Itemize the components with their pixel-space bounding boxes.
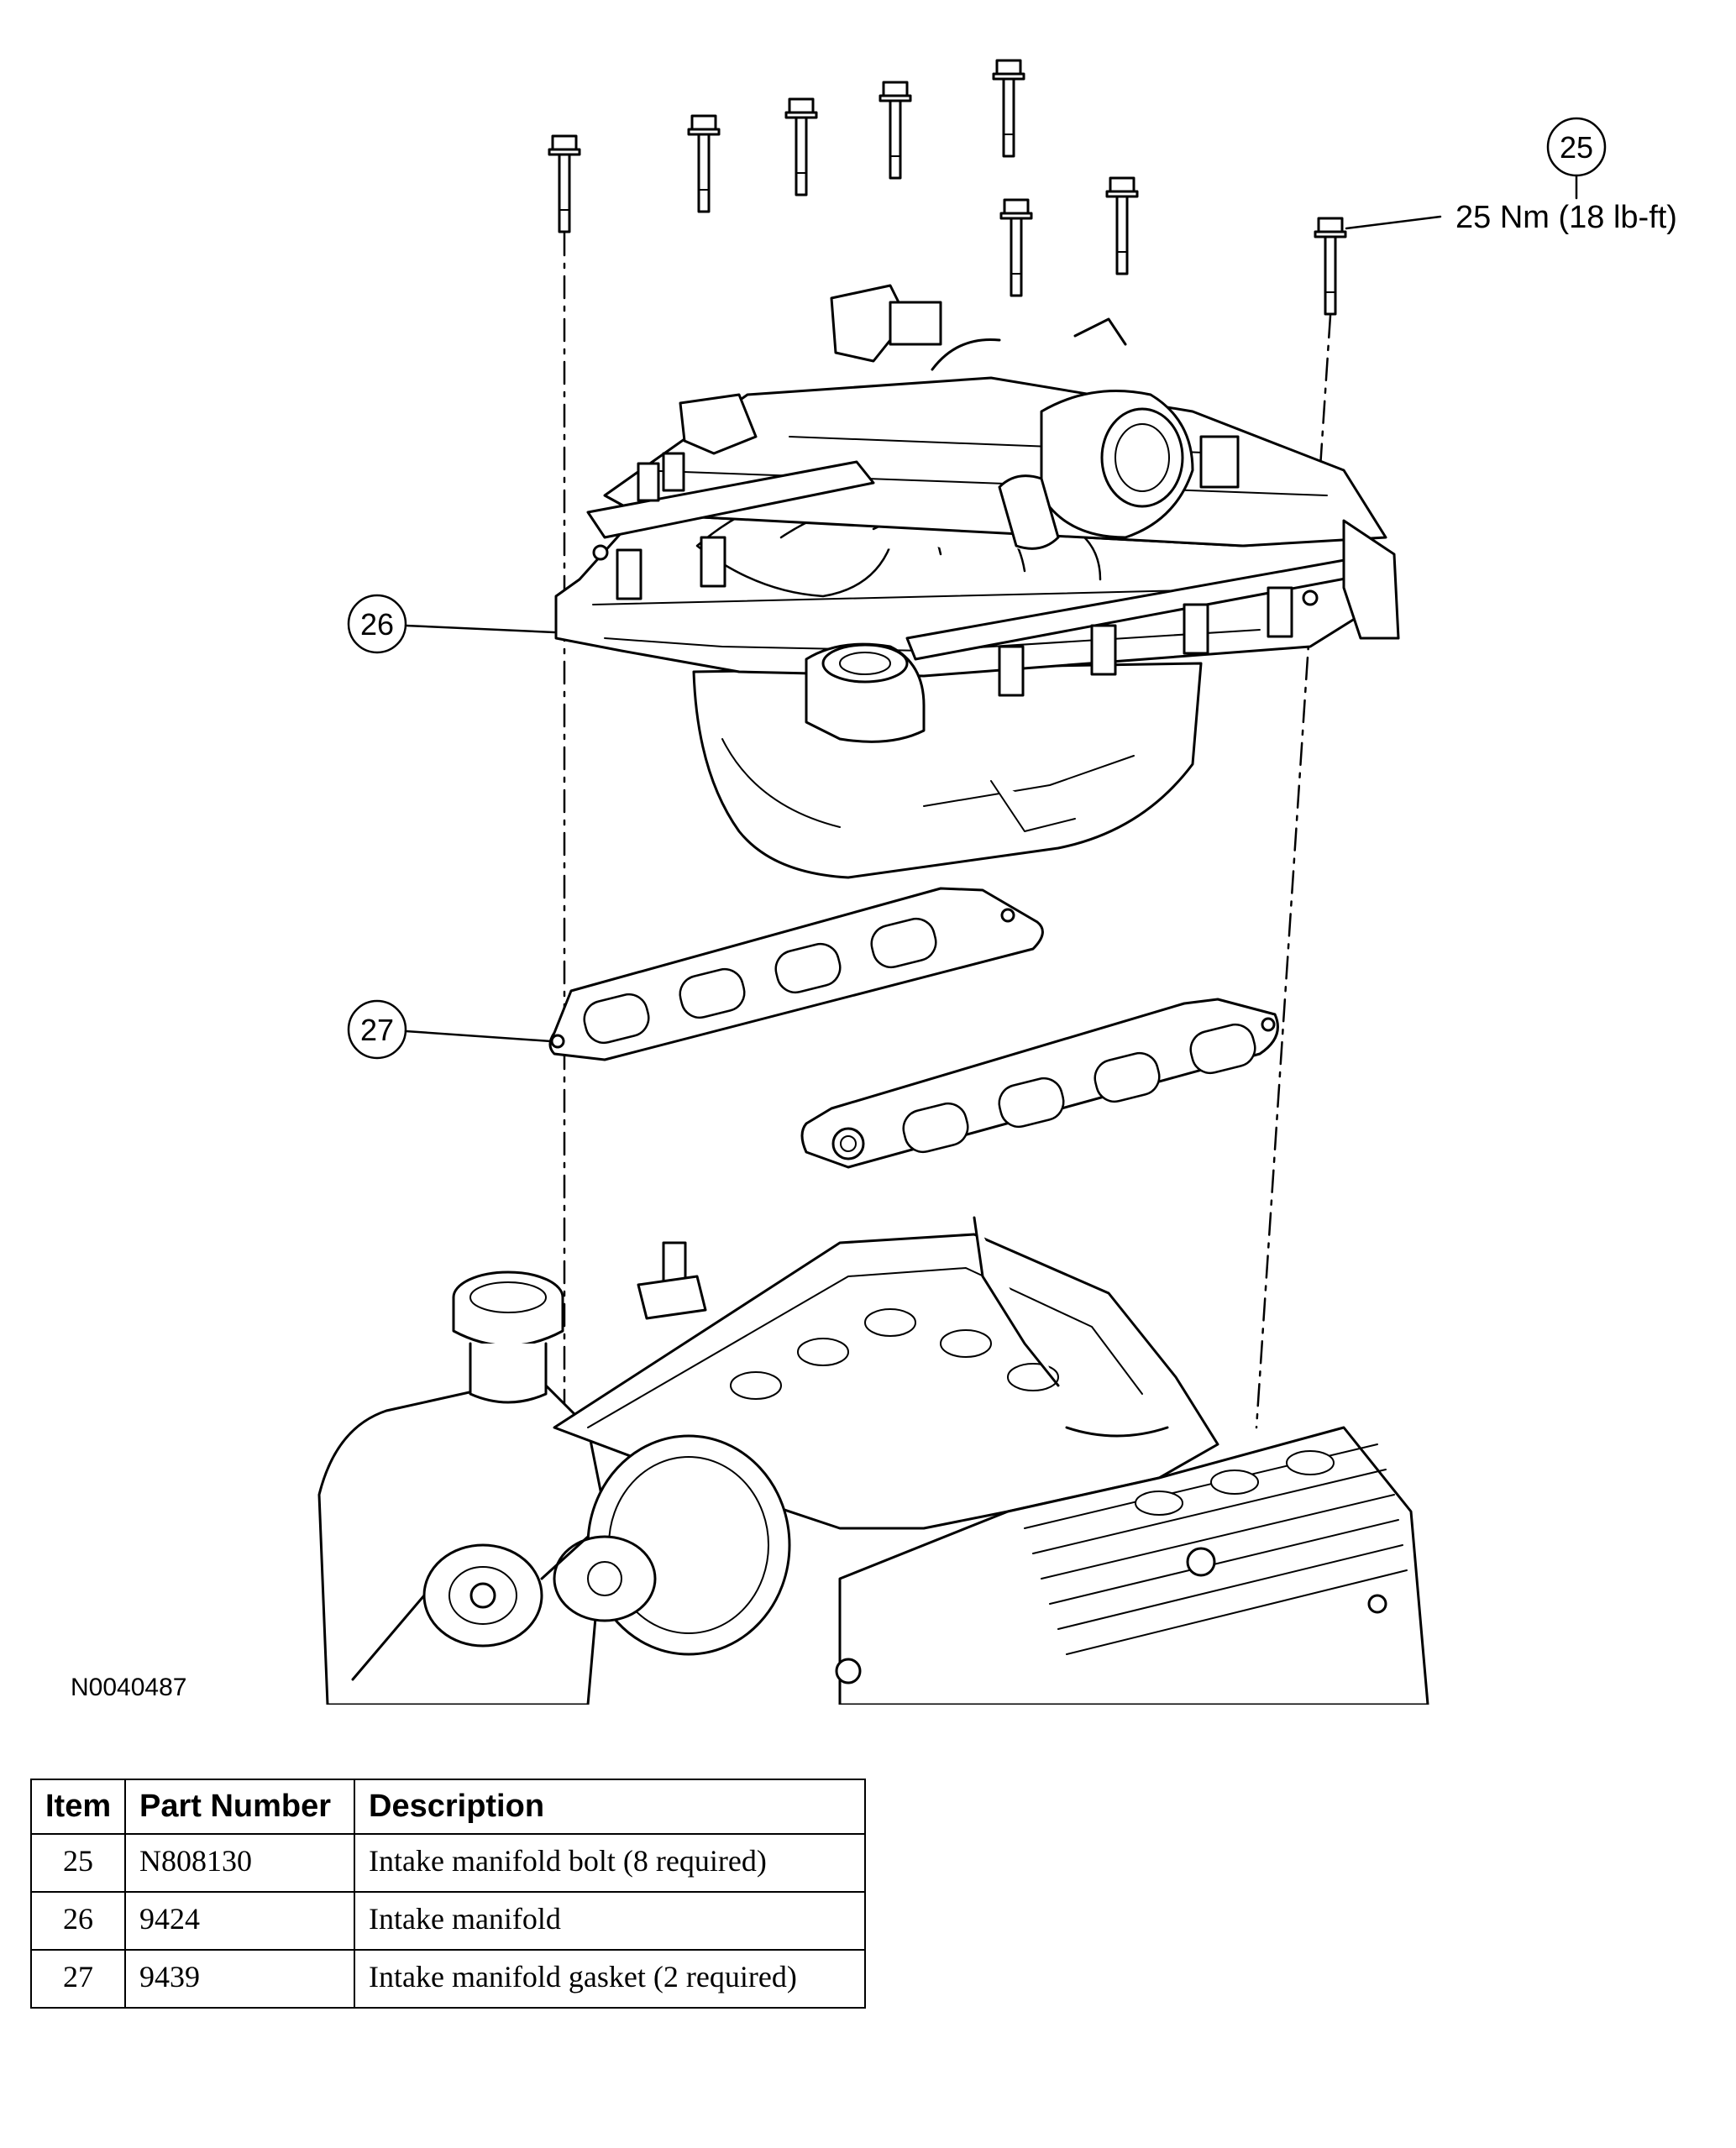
exploded-view-diagram: 25 25 Nm (18 lb-ft) 26 27 N0040487 xyxy=(71,59,1677,1705)
bolt-8 xyxy=(1314,217,1347,316)
intake-manifold xyxy=(554,284,1400,879)
cell-part-number: 9439 xyxy=(124,1949,355,2009)
table-row: 25 N808130 Intake manifold bolt (8 requi… xyxy=(30,1833,866,1893)
callout-25: 25 xyxy=(1345,117,1607,230)
bolt-2 xyxy=(687,114,721,213)
cell-description: Intake manifold gasket (2 required) xyxy=(354,1949,866,2009)
cell-item: 26 xyxy=(30,1891,126,1951)
intake-gaskets xyxy=(548,887,1279,1169)
bolt-5 xyxy=(992,59,1025,158)
cell-item: 27 xyxy=(30,1949,126,2009)
bolt-1 xyxy=(548,134,581,233)
parts-table: Item Part Number Description 25 N808130 … xyxy=(30,1779,866,2009)
cell-part-number: 9424 xyxy=(124,1891,355,1951)
cell-description: Intake manifold xyxy=(354,1891,866,1951)
manifold-bolts xyxy=(548,59,1347,316)
callout-26-label: 26 xyxy=(360,607,394,642)
callout-25-label: 25 xyxy=(1560,130,1593,165)
figure-id: N0040487 xyxy=(71,1674,186,1701)
cell-item: 25 xyxy=(30,1833,126,1893)
table-row: 27 9439 Intake manifold gasket (2 requir… xyxy=(30,1949,866,2009)
engine-block xyxy=(317,1216,1429,1705)
callout-27: 27 xyxy=(347,999,553,1060)
table-row: 26 9424 Intake manifold xyxy=(30,1891,866,1951)
header-part-number: Part Number xyxy=(124,1779,355,1835)
cell-part-number: N808130 xyxy=(124,1833,355,1893)
callout-27-label: 27 xyxy=(360,1013,394,1047)
header-description: Description xyxy=(354,1779,866,1835)
bolt-3 xyxy=(784,97,818,196)
bolt-6 xyxy=(999,198,1033,297)
cell-description: Intake manifold bolt (8 required) xyxy=(354,1833,866,1893)
callout-26: 26 xyxy=(347,594,556,654)
bolt-7 xyxy=(1105,176,1139,275)
bolt-4 xyxy=(878,81,912,180)
torque-spec: 25 Nm (18 lb-ft) xyxy=(1455,200,1677,235)
header-item: Item xyxy=(30,1779,126,1835)
parts-table-header: Item Part Number Description xyxy=(30,1779,866,1835)
